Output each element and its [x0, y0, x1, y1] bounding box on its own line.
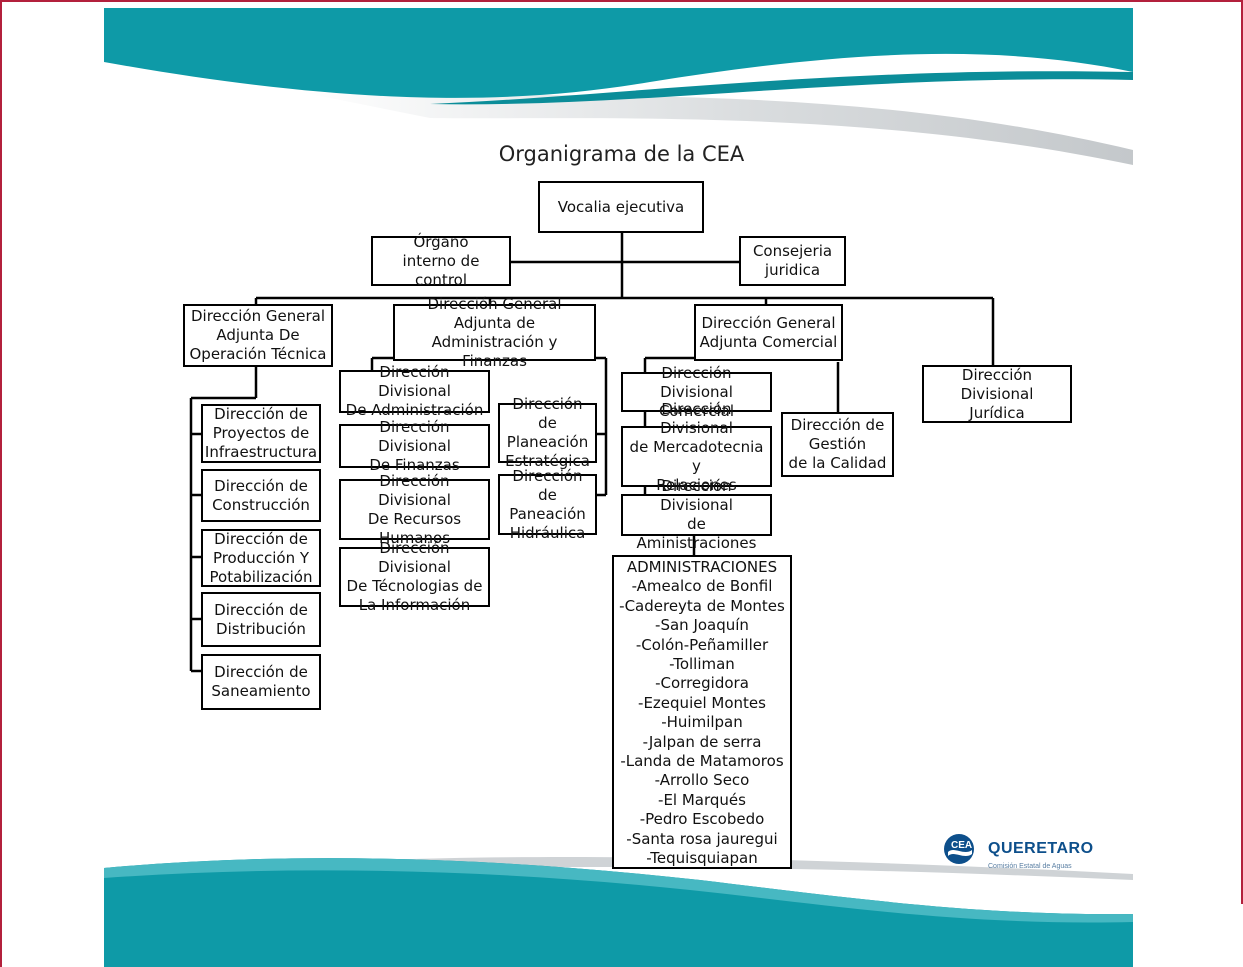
node-label: Dirección General Adjunta Comercial	[699, 313, 838, 351]
node-label: Dirección de Proyectos de Infraestructur…	[204, 405, 318, 461]
node-d-construccion: Dirección de Construcción	[201, 469, 321, 522]
node-label: Dirección de Gestión de la Calidad	[788, 416, 887, 472]
top-grey-swoosh	[300, 92, 1133, 165]
administracion-item: -Cadereyta de Montes	[619, 596, 785, 615]
node-dg-comercial: Dirección General Adjunta Comercial	[694, 304, 843, 361]
node-label: Dirección Divisional de Aministraciones	[636, 477, 757, 552]
node-d-proyectos-infraestructura: Dirección de Proyectos de Infraestructur…	[201, 404, 321, 463]
node-d-produccion-potabilizacion: Dirección de Producción Y Potabilización	[201, 529, 321, 587]
node-dd-aministraciones: Dirección Divisional de Aministraciones	[621, 477, 772, 552]
node-dd-tecnologias-informacion: Dirección Divisional De Técnologias de L…	[339, 539, 490, 614]
node-label: Dirección de Paneación Hidráulica	[509, 466, 586, 542]
node-label: Dirección de Planeación Estratégica	[505, 395, 590, 470]
administracion-item: -Tolliman	[669, 655, 735, 674]
node-label: Dirección Divisional De Recursos Humanos	[367, 471, 462, 547]
node-label: Dirección Divisional Comercial	[658, 363, 735, 420]
administracion-item: -Pedro Escobedo	[639, 810, 765, 829]
node-dd-juridica: Dirección Divisional Jurídica	[922, 365, 1072, 423]
chart-title: Organigrama de la CEA	[498, 142, 745, 166]
administraciones-list: ADMINISTRACIONES -Amealco de Bonfil -Cad…	[612, 555, 792, 869]
node-label: Dirección General Adjunta De Operación T…	[189, 307, 327, 363]
node-label: Dirección Divisional Jurídica	[960, 365, 1034, 422]
node-label: Dirección Divisional De Administración	[345, 363, 484, 419]
node-d-saneamiento: Dirección de Saneamiento	[201, 654, 321, 710]
node-label: Dirección de Distribución	[214, 600, 308, 638]
top-teal-edge	[430, 71, 1133, 105]
node-dg-administracion-finanzas: Dirección General Adjunta de Administrac…	[393, 295, 596, 370]
top-teal-band	[104, 8, 1133, 98]
node-label: Dirección de Construcción	[212, 476, 310, 514]
administracion-item: -Huimilpan	[661, 713, 743, 732]
node-dd-comercial: Dirección Divisional Comercial	[621, 364, 772, 420]
administracion-item: -San Joaquín	[655, 616, 749, 635]
administracion-item: -Jalpan de serra	[642, 732, 762, 751]
logo-tagline: Comisión Estatal de Aguas	[988, 863, 1072, 870]
administracion-item: -El Marqués	[658, 790, 746, 809]
administracion-item: -Ezequiel Montes	[638, 693, 766, 712]
node-label: Dirección de Saneamiento	[211, 663, 311, 700]
node-label: Vocalia ejecutiva	[557, 197, 685, 216]
node-label: Consejeria juridica	[752, 242, 833, 279]
node-dd-administracion: Dirección Divisional De Administración	[339, 363, 490, 419]
node-label: Dirección Divisional De Técnologias de L…	[346, 539, 483, 614]
node-dd-recursos-humanos: Dirección Divisional De Recursos Humanos	[339, 472, 490, 547]
administraciones-header: ADMINISTRACIONES	[626, 558, 778, 576]
node-label: Órgano interno de control	[402, 232, 480, 289]
cea-water-drop-icon: CEA	[944, 834, 974, 864]
administracion-item: -Corregidora	[655, 674, 749, 693]
node-d-gestion-calidad: Dirección de Gestión de la Calidad	[781, 412, 894, 477]
administracion-item: -Amealco de Bonfil	[631, 577, 773, 596]
administracion-item: -Landa de Matamoros	[620, 752, 784, 771]
node-dd-finanzas: Dirección Divisional De Finanzas	[339, 418, 490, 474]
logo-name: QUERETARO	[988, 840, 1094, 857]
node-organo-interno-control: Órgano interno de control	[371, 233, 511, 289]
logo-mark-text: CEA	[951, 840, 972, 851]
node-d-paneacion-hidraulica: Dirección de Paneación Hidráulica	[498, 467, 597, 542]
bottom-teal-band	[104, 858, 1133, 967]
administracion-item: -Colón-Peñamiller	[635, 635, 769, 654]
node-consejeria-juridica: Consejeria juridica	[739, 236, 846, 286]
administracion-item: -Tequisquiapan	[646, 849, 758, 868]
node-label: Dirección de Producción Y Potabilización	[209, 529, 313, 586]
node-vocalia-ejecutiva: Vocalia ejecutiva	[538, 181, 704, 233]
node-label: Dirección Divisional De Finanzas	[369, 417, 460, 474]
node-d-planeacion-estrategica: Dirección de Planeación Estratégica	[498, 395, 597, 470]
node-label: Dirección General Adjunta de Administrac…	[427, 294, 562, 370]
cea-queretaro-logo: CEA QUERETARO Comisión Estatal de Aguas	[942, 832, 1102, 880]
administracion-item: -Arrollo Seco	[654, 771, 750, 790]
node-d-distribucion: Dirección de Distribución	[201, 592, 321, 647]
bottom-teal-highlight	[104, 858, 1133, 923]
node-dg-operacion-tecnica: Dirección General Adjunta De Operación T…	[183, 304, 333, 367]
administracion-item: -Santa rosa jauregui	[626, 829, 778, 848]
